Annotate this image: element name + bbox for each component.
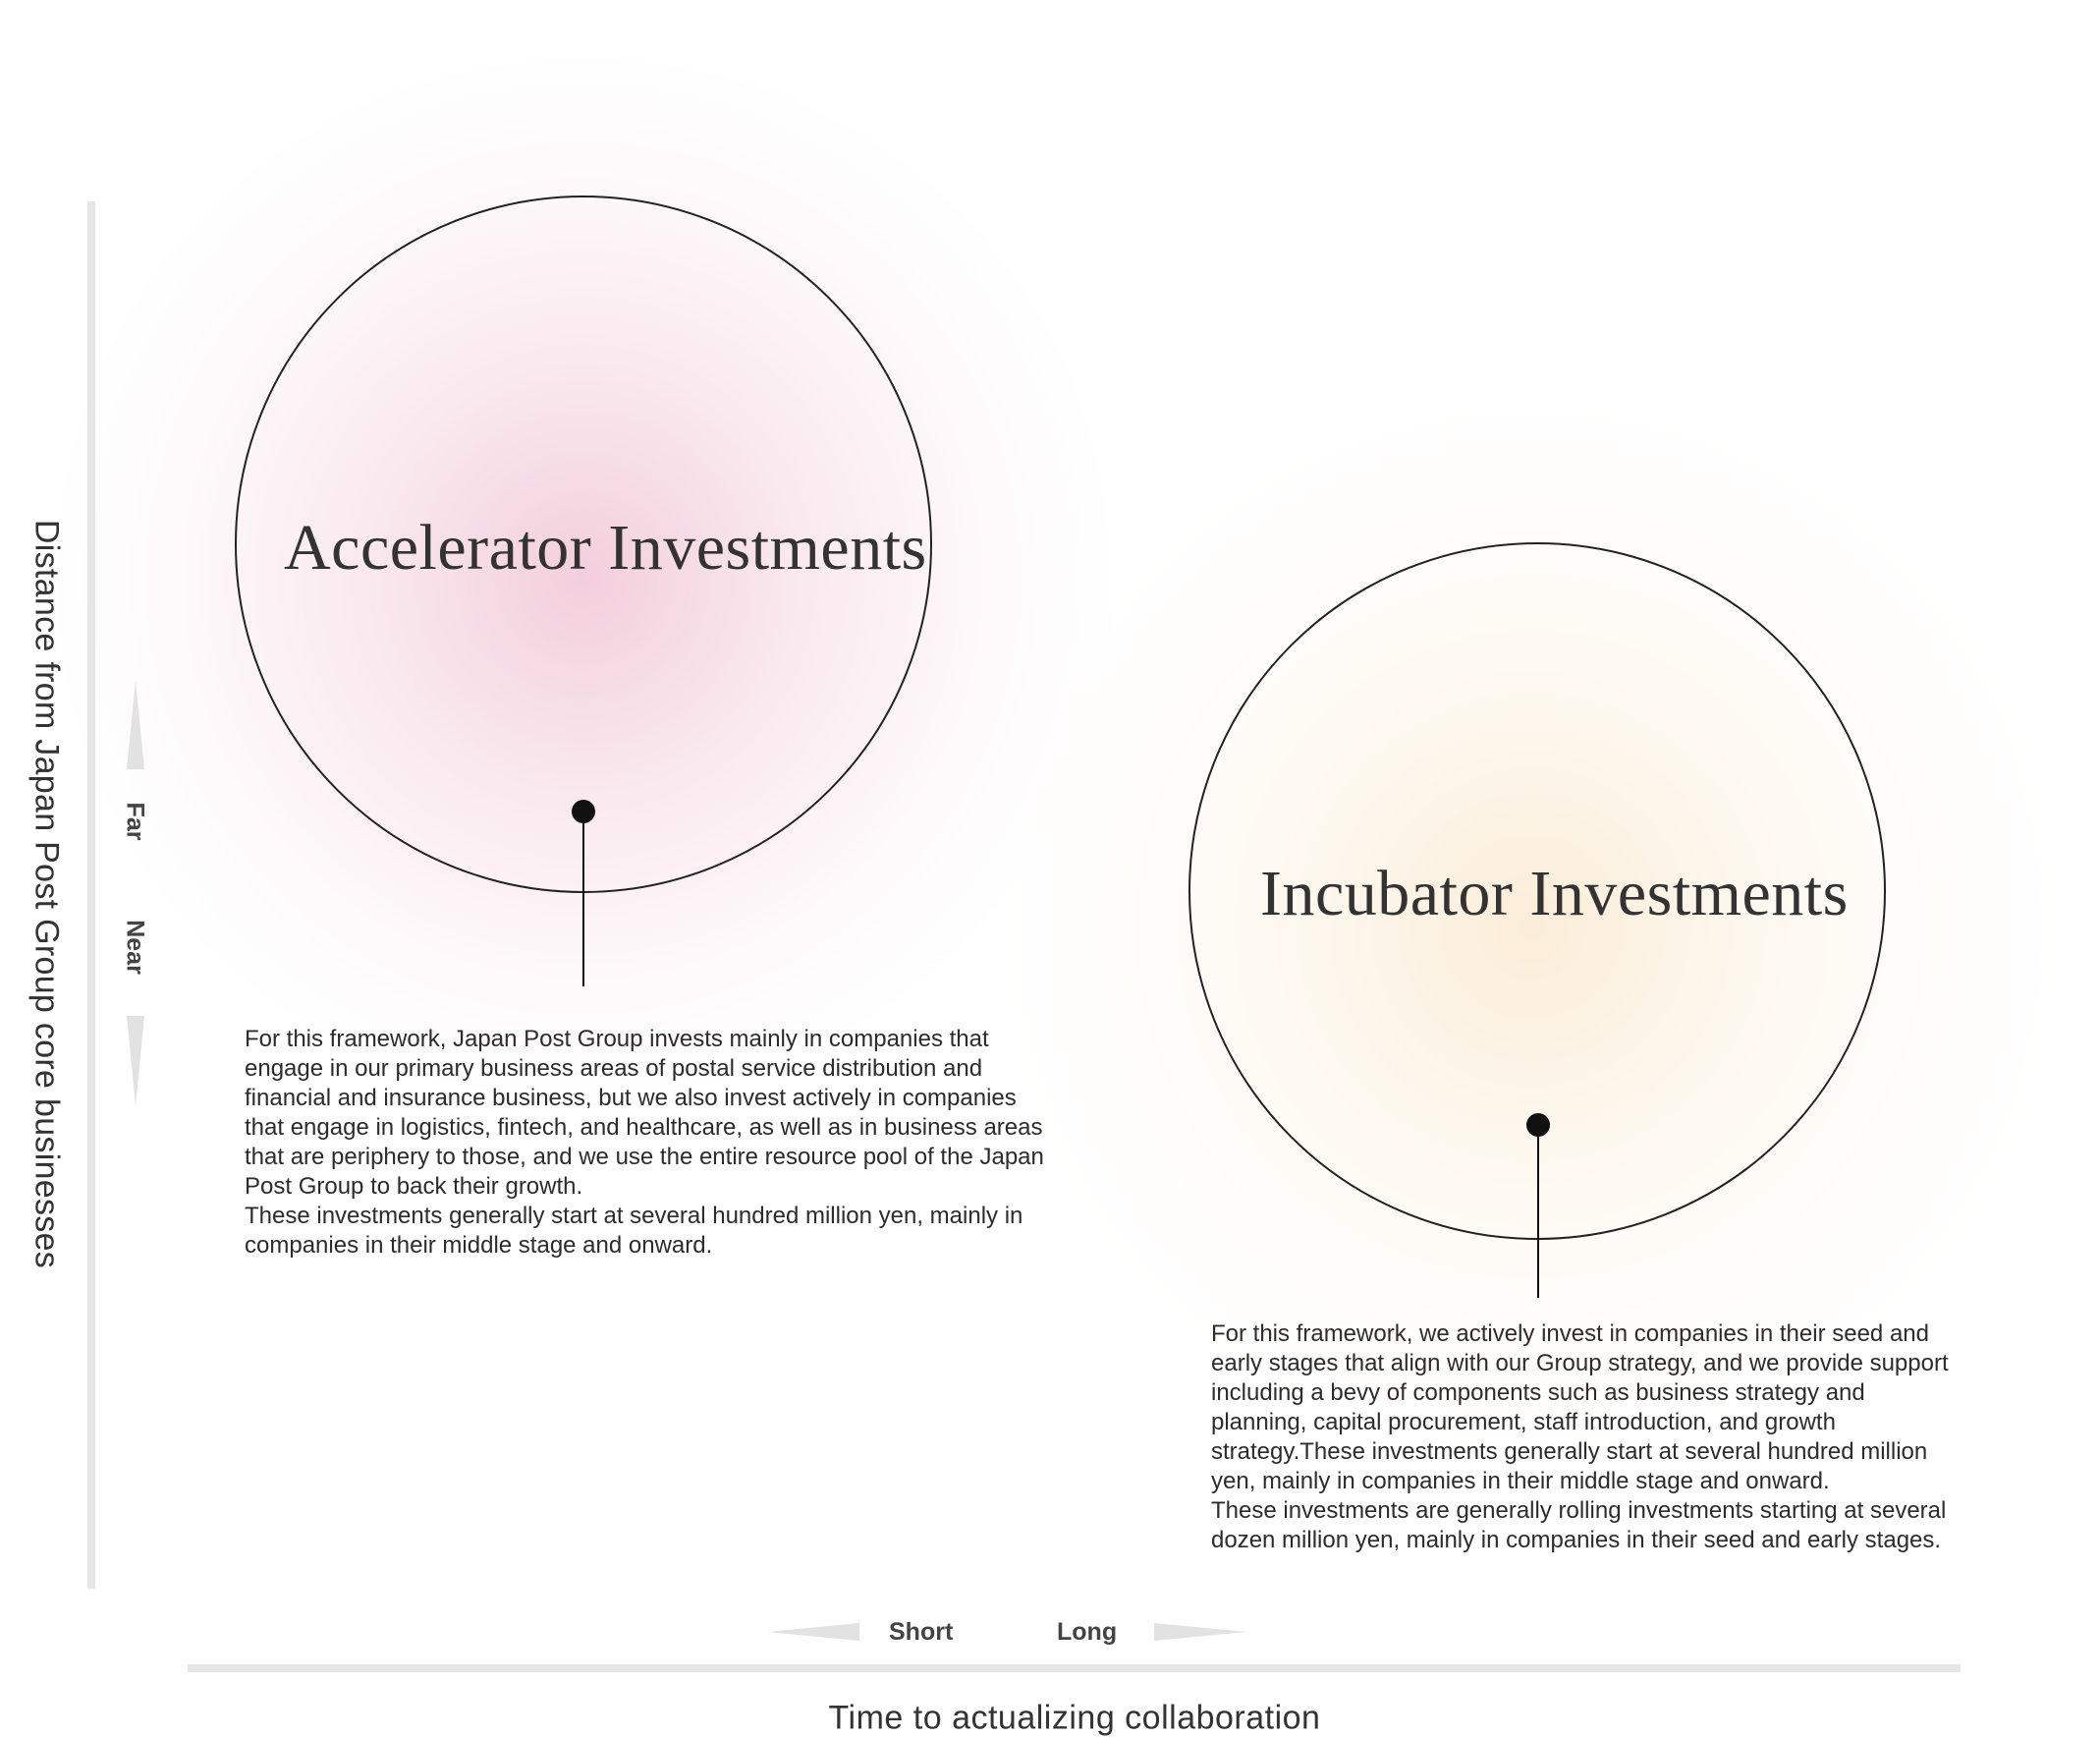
x-axis-label: Time to actualizing collaboration	[828, 1699, 1321, 1737]
incubator-description-paragraph: These investments are generally rolling …	[1211, 1497, 1947, 1553]
incubator-description-paragraph: For this framework, we actively invest i…	[1211, 1320, 1949, 1494]
x-axis-short-label: Short	[889, 1618, 954, 1646]
accelerator-title: Accelerator Investments	[284, 512, 927, 584]
accelerator-description-paragraph: For this framework, Japan Post Group inv…	[245, 1026, 1044, 1200]
y-axis-near-label: Near	[121, 920, 149, 975]
x-axis-long-label: Long	[1057, 1618, 1118, 1646]
accelerator-description: For this framework, Japan Post Group inv…	[245, 1025, 1060, 1261]
incubator-pin-line	[1537, 1125, 1539, 1298]
arrow-up-icon	[127, 681, 144, 769]
arrow-left-icon	[767, 1623, 859, 1641]
arrow-down-icon	[127, 1016, 144, 1106]
arrow-right-icon	[1154, 1623, 1246, 1641]
y-axis-far-label: Far	[121, 802, 149, 841]
x-axis-line	[188, 1664, 1961, 1672]
accelerator-pin-line	[582, 812, 584, 986]
y-axis-label: Distance from Japan Post Group core busi…	[28, 519, 66, 1269]
y-axis-line	[87, 201, 95, 1589]
incubator-description: For this framework, we actively invest i…	[1211, 1319, 1958, 1555]
accelerator-description-paragraph: These investments generally start at sev…	[245, 1203, 1023, 1259]
incubator-title: Incubator Investments	[1260, 858, 1849, 929]
